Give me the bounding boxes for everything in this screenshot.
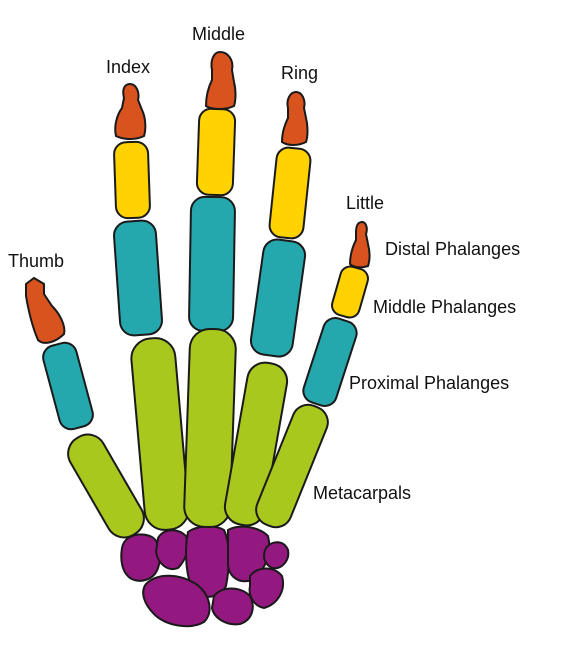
carpal-triquetrum xyxy=(248,567,284,610)
ring-distal-phalanx xyxy=(280,90,309,146)
carpal-lunate xyxy=(210,587,254,626)
bone-label-middle-phalanges: Middle Phalanges xyxy=(373,297,517,317)
middle-middle-phalanx xyxy=(195,107,237,197)
carpal-scaphoid xyxy=(142,574,211,628)
thumb-metacarpal xyxy=(67,433,145,539)
index-proximal-phalanx xyxy=(113,219,163,337)
carpal-trapezium xyxy=(120,533,161,582)
finger-label-thumb: Thumb xyxy=(8,251,65,271)
finger-label-middle: Middle xyxy=(192,24,246,44)
ring-middle-phalanx xyxy=(268,146,312,240)
bone-label-proximal-phalanges: Proximal Phalanges xyxy=(349,373,510,393)
little-middle-phalanx xyxy=(331,265,369,319)
index-distal-phalanx xyxy=(114,82,147,140)
thumb-distal-phalanx xyxy=(25,276,66,344)
bone-label-metacarpals: Metacarpals xyxy=(313,483,412,503)
ring-proximal-phalanx xyxy=(249,238,307,358)
middle-distal-phalanx xyxy=(204,50,237,110)
index-middle-phalanx xyxy=(113,140,151,220)
thumb-proximal-phalanx xyxy=(42,341,94,431)
little-finger-bones xyxy=(255,220,371,529)
finger-label-ring: Ring xyxy=(281,63,319,83)
middle-finger-bones xyxy=(183,50,237,529)
little-proximal-phalanx xyxy=(302,317,358,407)
thumb-bones xyxy=(25,276,145,539)
ring-finger-bones xyxy=(223,90,312,527)
index-finger-bones xyxy=(113,82,190,531)
bone-label-distal-phalanges: Distal Phalanges xyxy=(385,239,521,259)
ring-metacarpal xyxy=(223,361,289,527)
carpal-bones xyxy=(120,525,290,628)
index-metacarpal xyxy=(130,337,190,531)
finger-label-little: Little xyxy=(346,193,385,213)
finger-label-index: Index xyxy=(106,57,151,77)
little-distal-phalanx xyxy=(348,220,371,269)
little-metacarpal xyxy=(255,403,329,529)
middle-metacarpal xyxy=(183,327,237,529)
middle-proximal-phalanx xyxy=(188,195,236,333)
carpal-trapezoid xyxy=(154,529,189,570)
carpal-pisiform xyxy=(263,541,290,570)
